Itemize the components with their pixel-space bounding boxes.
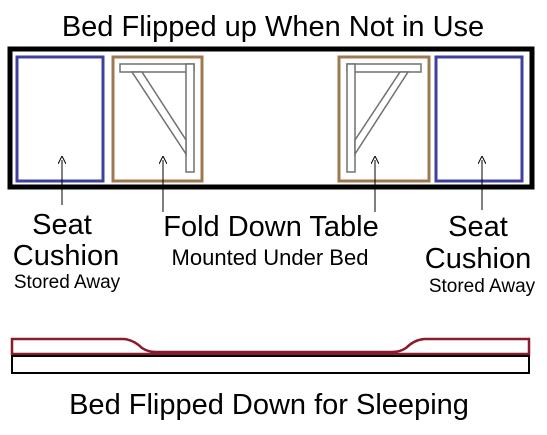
title-bottom: Bed Flipped Down for Sleeping <box>69 389 469 421</box>
right-bracket-icon <box>346 63 422 173</box>
left-seat-cushion-box <box>15 55 105 183</box>
right-cushion-label-line3: Stored Away <box>429 276 536 297</box>
bed-base <box>11 355 530 374</box>
left-cushion-label-line1: Seat <box>32 209 92 241</box>
table-label-line1: Fold Down Table <box>163 211 378 243</box>
title-top: Bed Flipped up When Not in Use <box>62 11 484 43</box>
mattress-outline <box>10 337 531 356</box>
right-seat-cushion-box <box>434 55 524 183</box>
left-cushion-label-line3: Stored Away <box>14 272 121 293</box>
left-bracket-icon <box>119 63 195 173</box>
right-cushion-label-line2: Cushion <box>425 243 531 275</box>
right-cushion-label-line1: Seat <box>448 211 508 243</box>
table-label-line2: Mounted Under Bed <box>172 245 369 270</box>
left-cushion-label-line2: Cushion <box>13 240 119 272</box>
